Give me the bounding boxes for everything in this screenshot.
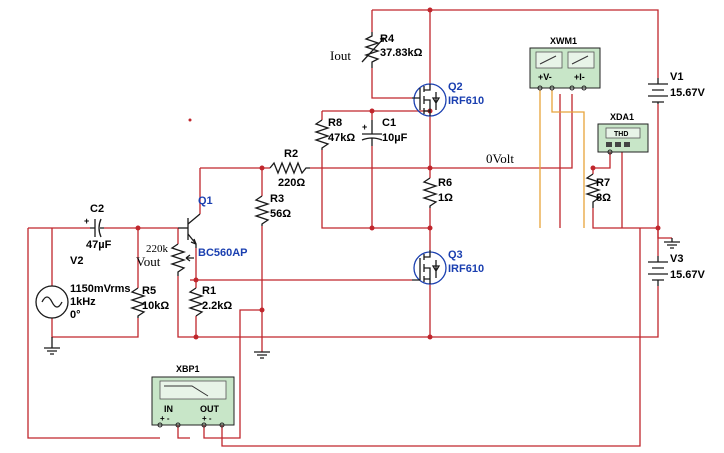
xwm1-v-label: +V-	[538, 72, 552, 82]
transistor-q1[interactable]: Q1 BC560AP	[178, 195, 248, 259]
resistor-r4[interactable]: R4 37.83kΩ	[361, 32, 423, 68]
v3-value: 15.67V	[670, 269, 706, 281]
r5-value: 10kΩ	[142, 300, 169, 312]
c1-value: 10µF	[382, 132, 408, 144]
bode-curve-icon	[164, 385, 209, 397]
xwm1-i-label: +I-	[574, 72, 585, 82]
q1-model: BC560AP	[198, 247, 248, 259]
potentiometer-vout[interactable]: 220k Vout	[136, 243, 194, 276]
v2-amplitude: 1150mVrms	[70, 283, 131, 295]
xbp1-in-pins: + -	[160, 414, 170, 423]
v1-ref: V1	[670, 71, 683, 83]
pot-value-annotation: 220k	[146, 243, 169, 255]
q3-ref: Q3	[448, 249, 463, 261]
r1-value: 2.2kΩ	[202, 300, 232, 312]
xwm1-ref: XWM1	[550, 36, 577, 46]
meter-needle-icon	[539, 55, 557, 65]
xbp1-in-label: IN	[164, 404, 173, 414]
resistor-r2[interactable]: R2 220Ω	[269, 148, 310, 189]
r5-ref: R5	[142, 285, 156, 297]
ground-icon	[664, 238, 680, 249]
resistor-r6[interactable]: R6 1Ω	[421, 177, 453, 208]
r8-value: 47kΩ	[328, 132, 355, 144]
v3-ref: V3	[670, 253, 683, 265]
r1-ref: R1	[202, 285, 216, 297]
capacitor-c1[interactable]: + C1 10µF	[361, 117, 408, 146]
resistor-r7[interactable]: R7 8Ω	[584, 173, 611, 208]
r6-ref: R6	[438, 177, 452, 189]
bode-plotter-xbp1[interactable]: XBP1 IN OUT + - + -	[151, 364, 235, 428]
q2-model: IRF610	[448, 95, 484, 107]
v2-ref: V2	[70, 255, 83, 267]
q2-ref: Q2	[448, 81, 463, 93]
v2-frequency: 1kHz	[70, 296, 96, 308]
r6-value: 1Ω	[438, 192, 453, 204]
distortion-analyzer-xda1[interactable]: XDA1 THD	[597, 112, 649, 155]
c2-ref: C2	[90, 203, 104, 215]
resistor-r3[interactable]: R3 56Ω	[253, 193, 291, 226]
dc-source-v3[interactable]: V3 15.67V	[648, 253, 706, 286]
svg-text:+: +	[362, 122, 367, 132]
junction-dots	[135, 7, 661, 340]
r7-ref: R7	[596, 177, 610, 189]
mosfet-q3[interactable]: Q3 IRF610	[412, 249, 484, 285]
ground-symbols	[44, 238, 680, 359]
v1-value: 15.67V	[670, 87, 706, 99]
wires	[27, 9, 672, 447]
c2-value: 47µF	[86, 239, 112, 251]
xbp1-ref: XBP1	[176, 364, 200, 374]
r8-ref: R8	[328, 117, 342, 129]
r7-value: 8Ω	[596, 192, 611, 204]
q1-ref: Q1	[198, 195, 213, 207]
xda1-screen: THD	[614, 131, 628, 138]
ac-source-v2[interactable]: V2 1150mVrms 1kHz 0°	[35, 255, 131, 321]
capacitor-c2[interactable]: + C2 47µF	[84, 203, 112, 251]
c1-ref: C1	[382, 117, 396, 129]
r3-value: 56Ω	[270, 208, 291, 220]
ground-icon	[44, 337, 60, 355]
r3-ref: R3	[270, 193, 284, 205]
q3-model: IRF610	[448, 263, 484, 275]
r2-ref: R2	[284, 148, 298, 160]
ground-icon	[254, 351, 270, 359]
mosfet-q2[interactable]: Q2 IRF610	[412, 81, 484, 117]
xda1-ref: XDA1	[610, 112, 634, 122]
iout-annotation: Iout	[330, 48, 351, 63]
zero-volt-annotation: 0Volt	[486, 151, 514, 166]
r4-ref: R4	[380, 33, 395, 45]
xbp1-out-label: OUT	[200, 404, 220, 414]
dc-source-v1[interactable]: V1 15.67V	[648, 71, 706, 104]
xbp1-out-pins: + -	[202, 414, 212, 423]
vout-annotation: Vout	[136, 254, 161, 269]
r4-value: 37.83kΩ	[380, 47, 423, 59]
meter-needle-icon	[571, 55, 589, 65]
resistor-r1[interactable]: R1 2.2kΩ	[187, 285, 232, 317]
svg-text:+: +	[84, 216, 89, 226]
resistor-r8[interactable]: R8 47kΩ	[313, 117, 355, 150]
wattmeter-xwm1[interactable]: XWM1 +V- +I-	[529, 36, 601, 91]
v2-phase: 0°	[70, 309, 81, 321]
r2-value: 220Ω	[278, 177, 305, 189]
resistor-r5[interactable]: R5 10kΩ	[129, 285, 169, 318]
